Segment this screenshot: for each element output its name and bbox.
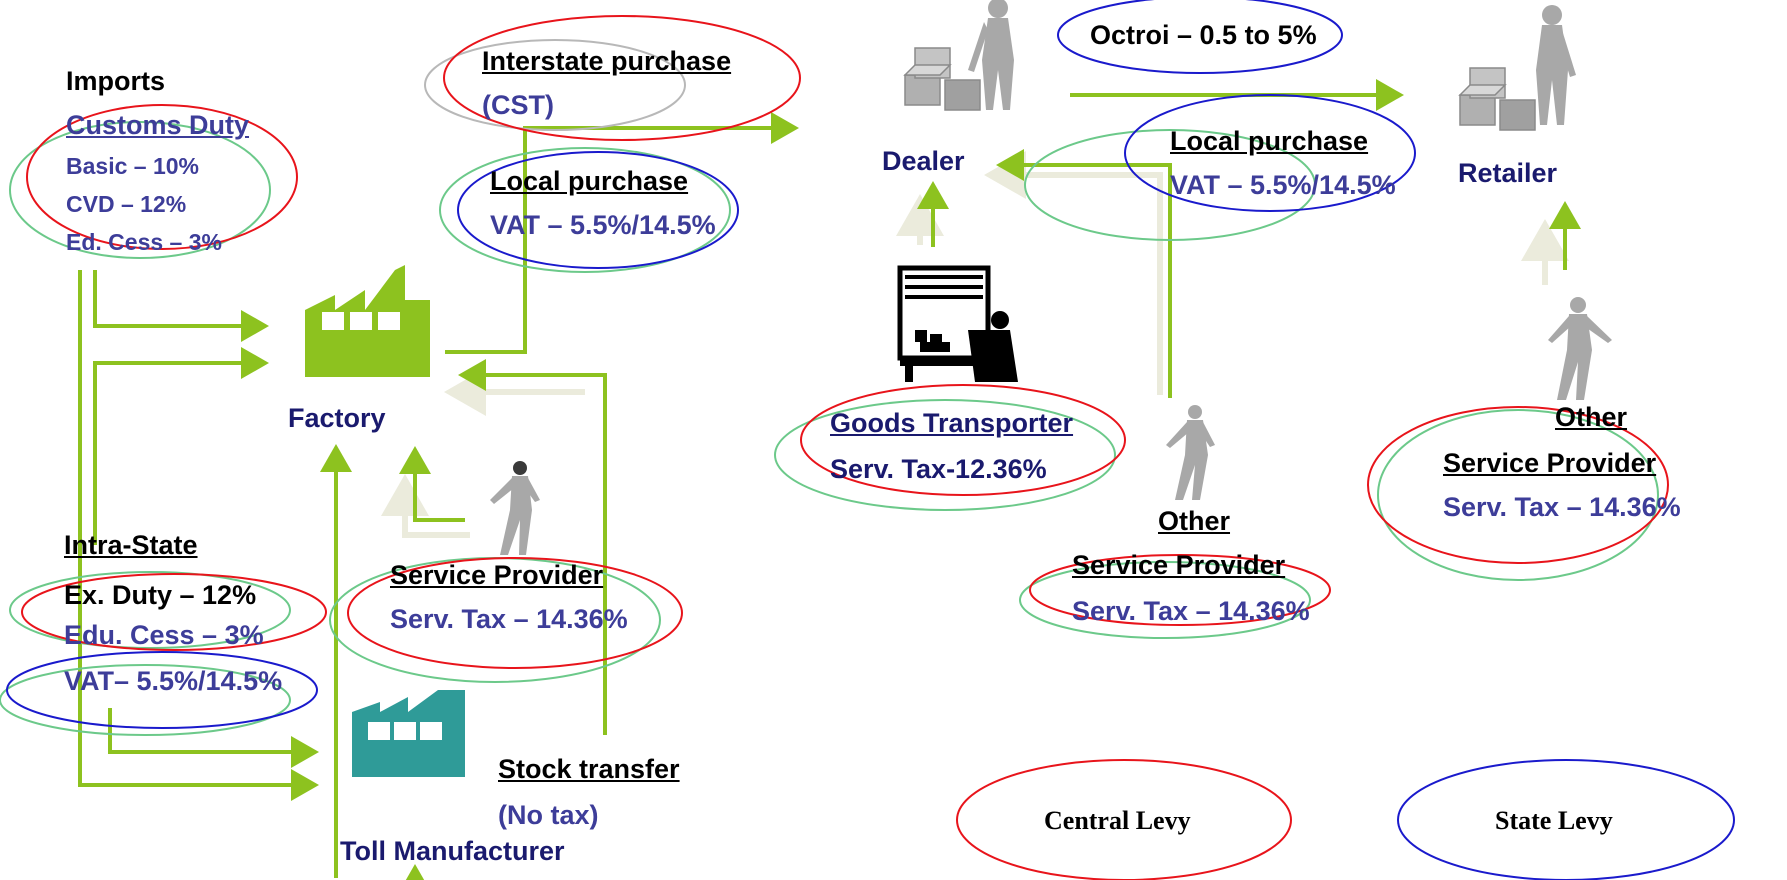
retailer-person-icon	[1536, 5, 1576, 125]
imports-title: Imports	[66, 66, 166, 96]
arrow-intrastate-to-factory	[93, 347, 269, 545]
arrow-imports-to-toll	[78, 270, 319, 801]
arrow-vat-to-toll	[108, 708, 319, 768]
central-levy-ellipses	[21, 15, 1669, 880]
other-provider-mid-person-icon	[1166, 405, 1215, 500]
excise-duty: Ex. Duty – 12%	[64, 580, 257, 610]
intra-state-vat: VAT– 5.5%/14.5%	[64, 666, 283, 696]
interstate-cst: (CST)	[482, 90, 554, 120]
ed-cess: Ed. Cess – 3%	[66, 229, 222, 255]
edu-cess: Edu. Cess – 3%	[64, 620, 264, 650]
stock-transfer-no-tax: (No tax)	[498, 800, 599, 830]
interstate-purchase-title: Interstate purchase	[482, 46, 732, 76]
other-provider-right-person-icon	[1548, 297, 1612, 400]
dealer-person-icon	[968, 0, 1014, 110]
other-provider-mid-line2: Service Provider	[1072, 550, 1286, 580]
customs-duty-heading: Customs Duty	[66, 110, 250, 140]
legend-state-levy: State Levy	[1495, 806, 1613, 835]
goods-transporter-tax: Serv. Tax-12.36%	[830, 454, 1047, 484]
dealer-boxes-icon	[903, 47, 981, 111]
cvd-duty: CVD – 12%	[66, 191, 187, 217]
goods-transporter-icon	[897, 265, 1018, 382]
basic-duty: Basic – 10%	[66, 153, 199, 179]
other-provider-right-tax: Serv. Tax – 14.36%	[1443, 492, 1681, 522]
arrow-service-to-factory	[399, 446, 465, 522]
intra-state-title: Intra-State	[64, 530, 198, 560]
service-provider-tax: Serv. Tax – 14.36%	[390, 604, 628, 634]
interstate-gray-ellipse	[424, 39, 686, 131]
toll-factory-icon	[352, 690, 465, 777]
other-provider-right-line1: Other	[1555, 402, 1628, 432]
local-purchase-dealer-vat: VAT – 5.5%/14.5%	[1170, 170, 1396, 200]
arrow-imports-to-factory	[93, 270, 269, 342]
service-provider-person-icon	[490, 461, 540, 555]
stock-transfer-title: Stock transfer	[498, 754, 680, 784]
arrow-local-to-dealer	[996, 149, 1172, 398]
green-ellipses	[0, 121, 1659, 736]
other-provider-mid-line1: Other	[1158, 506, 1231, 536]
local-purchase-factory-vat: VAT – 5.5%/14.5%	[490, 210, 716, 240]
service-provider-title: Service Provider	[390, 560, 604, 590]
local-purchase-dealer-title: Local purchase	[1170, 126, 1369, 156]
goods-transporter-title: Goods Transporter	[830, 408, 1074, 438]
other-provider-right-line2: Service Provider	[1443, 448, 1657, 478]
shadow-arrows	[381, 151, 1569, 538]
arrow-factory-to-interstate	[445, 112, 799, 354]
legend-central-levy: Central Levy	[1044, 806, 1191, 835]
factory-label: Factory	[288, 403, 386, 433]
toll-manufacturer-label: Toll Manufacturer	[340, 836, 565, 866]
retailer-boxes-icon	[1458, 67, 1536, 131]
other-provider-mid-tax: Serv. Tax – 14.36%	[1072, 596, 1310, 626]
state-levy-ellipses	[6, 0, 1735, 880]
dealer-label: Dealer	[882, 146, 965, 176]
local-purchase-factory-title: Local purchase	[490, 166, 689, 196]
factory-icon	[305, 265, 430, 377]
arrow-stock-transfer	[458, 359, 607, 735]
retailer-label: Retailer	[1458, 158, 1558, 188]
octroi-label: Octroi – 0.5 to 5%	[1090, 20, 1317, 50]
